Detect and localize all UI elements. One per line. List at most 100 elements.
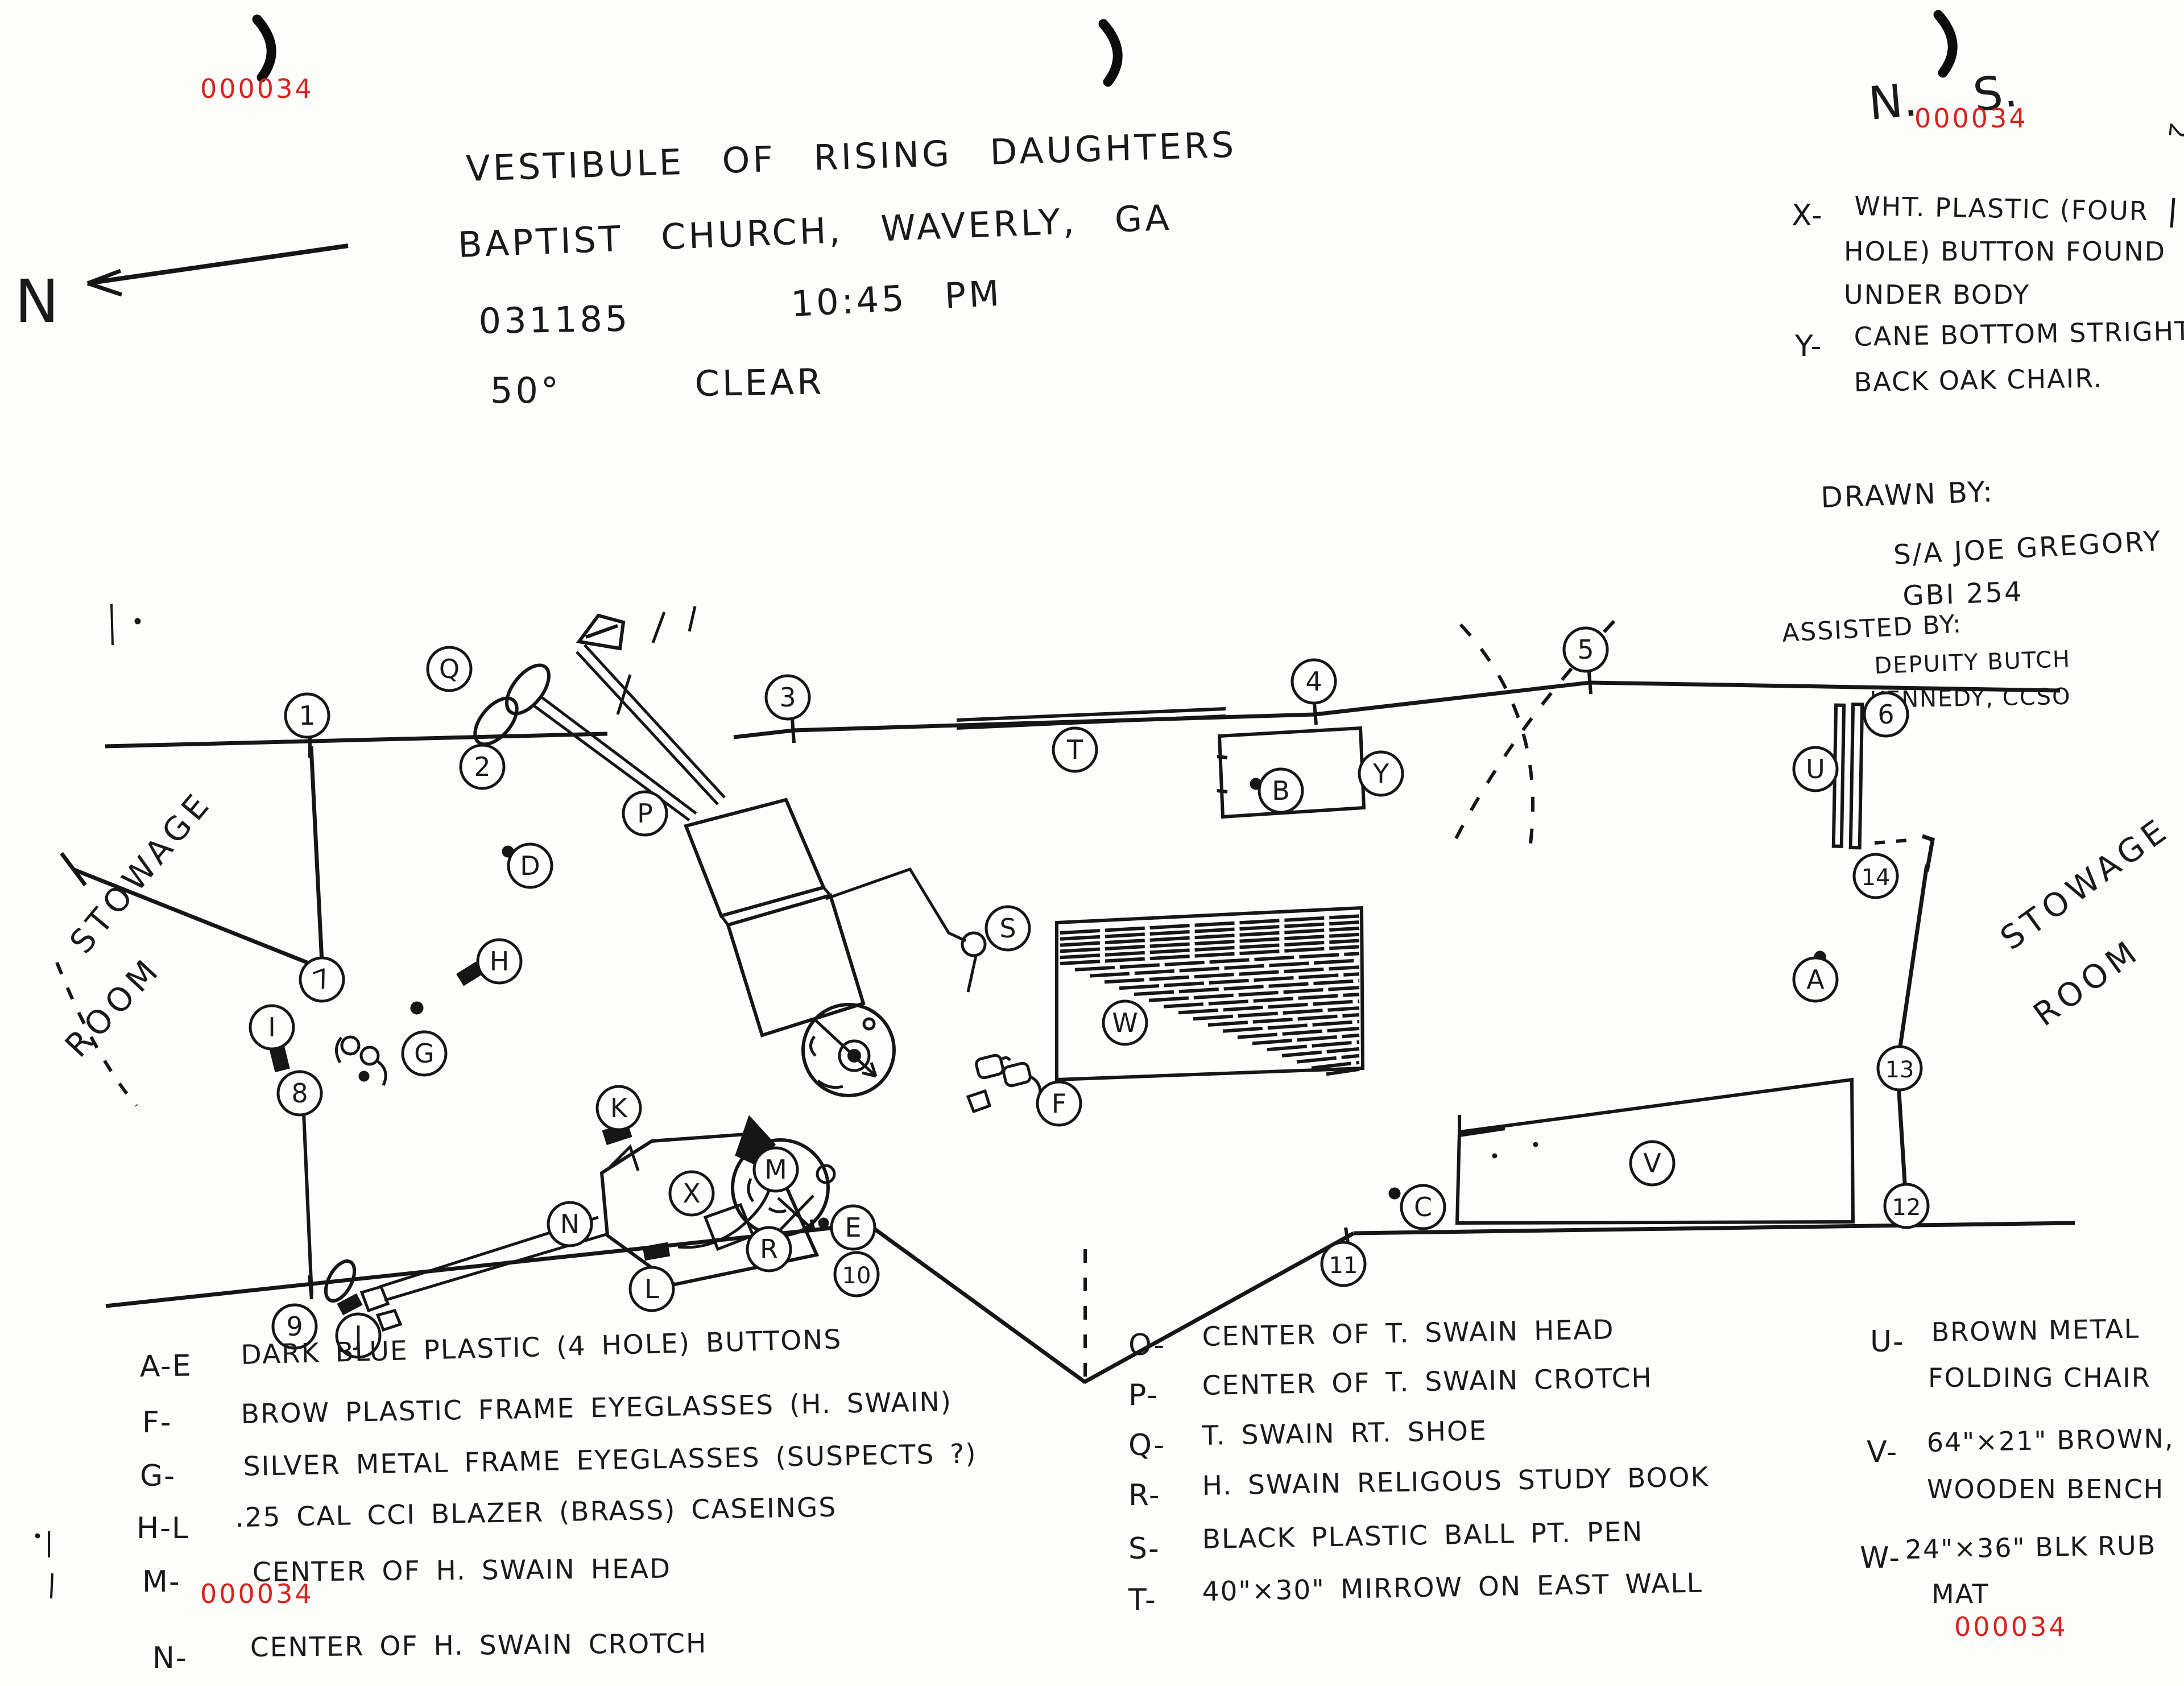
svg-text:1: 1 [299, 700, 315, 731]
marker-F: F [1036, 1080, 1082, 1127]
legend-key: U- [1870, 1325, 1905, 1359]
legend-key: M- [142, 1565, 181, 1599]
legend-text: 64"×21" BROWN, [1926, 1423, 2174, 1458]
svg-text:A: A [1806, 964, 1825, 995]
legend-key: V- [1867, 1435, 1898, 1469]
north-label: N [15, 267, 59, 336]
stowage-right-line1: STOWAGE [1993, 810, 2177, 957]
legend-x-line2: HOLE) BUTTON FOUND [1844, 236, 2166, 267]
legend-text: MAT [1931, 1578, 1989, 1609]
svg-text:2: 2 [474, 751, 490, 782]
legend-key: F- [142, 1406, 172, 1440]
mirror-T [956, 707, 1226, 730]
rubber-mat-W [1055, 906, 1365, 1082]
t-swain-torso [726, 893, 866, 1038]
north-arrow-head [86, 268, 123, 297]
svg-text:I: I [268, 1012, 276, 1043]
legend-key: A-E [139, 1349, 192, 1384]
marker-H: H [476, 938, 523, 985]
legend-text: BLACK PLASTIC BALL PT. PEN [1202, 1516, 1643, 1555]
t-swain-shoe-oval-1 [473, 696, 519, 746]
marker-6: 6 [1863, 691, 1909, 738]
marker-Y: Y [1358, 750, 1404, 797]
wooden-bench-V [1455, 1077, 1855, 1225]
legend-text: H. SWAIN RELIGOUS STUDY BOOK [1202, 1461, 1710, 1502]
legend-text: .25 CAL CCI BLAZER (BRASS) CASEINGS [235, 1492, 837, 1534]
button-D-dot [847, 1049, 861, 1063]
marker-N: N [547, 1201, 593, 1247]
marker-Q: Q [426, 646, 473, 692]
t-swain-face [809, 1035, 843, 1089]
button-dot-C [1388, 1187, 1401, 1200]
wall-bottom-left [105, 1222, 868, 1308]
h-swain-face [747, 1177, 787, 1213]
legend-key: R- [1128, 1478, 1161, 1513]
marker-13: 13 [1876, 1045, 1923, 1092]
marker-J: J [335, 1312, 382, 1359]
marker-D: D [507, 842, 553, 889]
h-swain-collar [609, 1144, 640, 1171]
svg-text:14: 14 [1862, 865, 1891, 891]
marker-V: V [1629, 1140, 1676, 1187]
scene-time: 10:45 PM [790, 272, 1003, 325]
marker-U: U [1792, 746, 1839, 792]
scene-date: 031185 [478, 297, 631, 342]
t-swain-head [801, 1003, 896, 1097]
assisted-by-label: ASSISTED BY: [1781, 609, 1963, 648]
legend-key: O- [1128, 1328, 1165, 1362]
marker-P: P [622, 790, 668, 837]
legend-middle-column: O- CENTER OF T. SWAIN HEAD P- CENTER OF … [1128, 1314, 1710, 1617]
stowage-left-line2: ROOM [58, 950, 169, 1065]
legend-text: SILVER METAL FRAME EYEGLASSES (SUSPECTS … [243, 1438, 977, 1482]
corner-annotations: N. S. 2 [1867, 64, 2184, 141]
marker-2: 2 [459, 743, 506, 790]
svg-text:13: 13 [1885, 1057, 1914, 1083]
wall-interior-vertical [309, 746, 324, 963]
stray-edge-marks [48, 604, 114, 1599]
svg-text:D: D [520, 850, 540, 881]
svg-text:4: 4 [1305, 666, 1322, 697]
marker-E: E [830, 1204, 876, 1251]
t-swain-leg-2 [576, 644, 726, 805]
legend-text: BROWN METAL [1931, 1313, 2140, 1348]
bates-stamps: 000034 000034 000034 000034 [200, 73, 2068, 1642]
north-arrow: N [15, 243, 349, 336]
svg-text:8: 8 [291, 1078, 308, 1109]
bench-dot [1533, 1142, 1538, 1147]
svg-text:P: P [637, 798, 653, 829]
legend-text: CENTER OF T. SWAIN HEAD [1202, 1314, 1615, 1353]
wall-bottom-slope-down [866, 1222, 1087, 1384]
bench-dot [1492, 1153, 1498, 1159]
h-swain-ear [816, 1164, 836, 1184]
svg-text:M: M [764, 1154, 787, 1185]
svg-text:3: 3 [779, 682, 796, 713]
button-dot-E [818, 1217, 829, 1229]
title-line2: BAPTIST CHURCH, WAVERLY, GA [457, 197, 1173, 266]
wall-ticks-top [791, 672, 1592, 743]
t-swain-leg-1 [532, 695, 697, 822]
marker-7: 7 [299, 956, 345, 1003]
marker-G: G [401, 1030, 448, 1077]
legend-left-column: A-E DARK BLUE PLASTIC (4 HOLE) BUTTONS F… [136, 1324, 977, 1675]
legend-text: CENTER OF T. SWAIN CROTCH [1202, 1362, 1653, 1402]
legend-text: DARK BLUE PLASTIC (4 HOLE) BUTTONS [241, 1324, 842, 1371]
legend-y-key: Y- [1794, 329, 1822, 363]
wall-bottom-slope-up [1083, 1231, 1355, 1385]
legend-x-line1: WHT. PLASTIC (FOUR [1854, 191, 2149, 226]
marker-9: 9 [271, 1303, 318, 1350]
head-center-mark-M [776, 1195, 816, 1234]
t-swain-shoe-oval-2 [505, 663, 551, 716]
title-block: VESTIBULE OF RISING DAUGHTERS BAPTIST CH… [457, 123, 1237, 411]
marker-1: 1 [284, 692, 330, 739]
legend-key: T- [1128, 1583, 1157, 1617]
marker-L: L [628, 1266, 675, 1312]
svg-text:H: H [490, 946, 510, 977]
svg-text:G: G [414, 1038, 435, 1069]
legend-key: W- [1860, 1541, 1901, 1575]
bates-stamp-bottom-right: 000034 [1954, 1611, 2068, 1642]
title-line1: VESTIBULE OF RISING DAUGHTERS [465, 123, 1237, 189]
marker-3: 3 [764, 674, 811, 721]
stray-dot [35, 1533, 40, 1539]
stowage-door-arc [55, 961, 138, 1107]
